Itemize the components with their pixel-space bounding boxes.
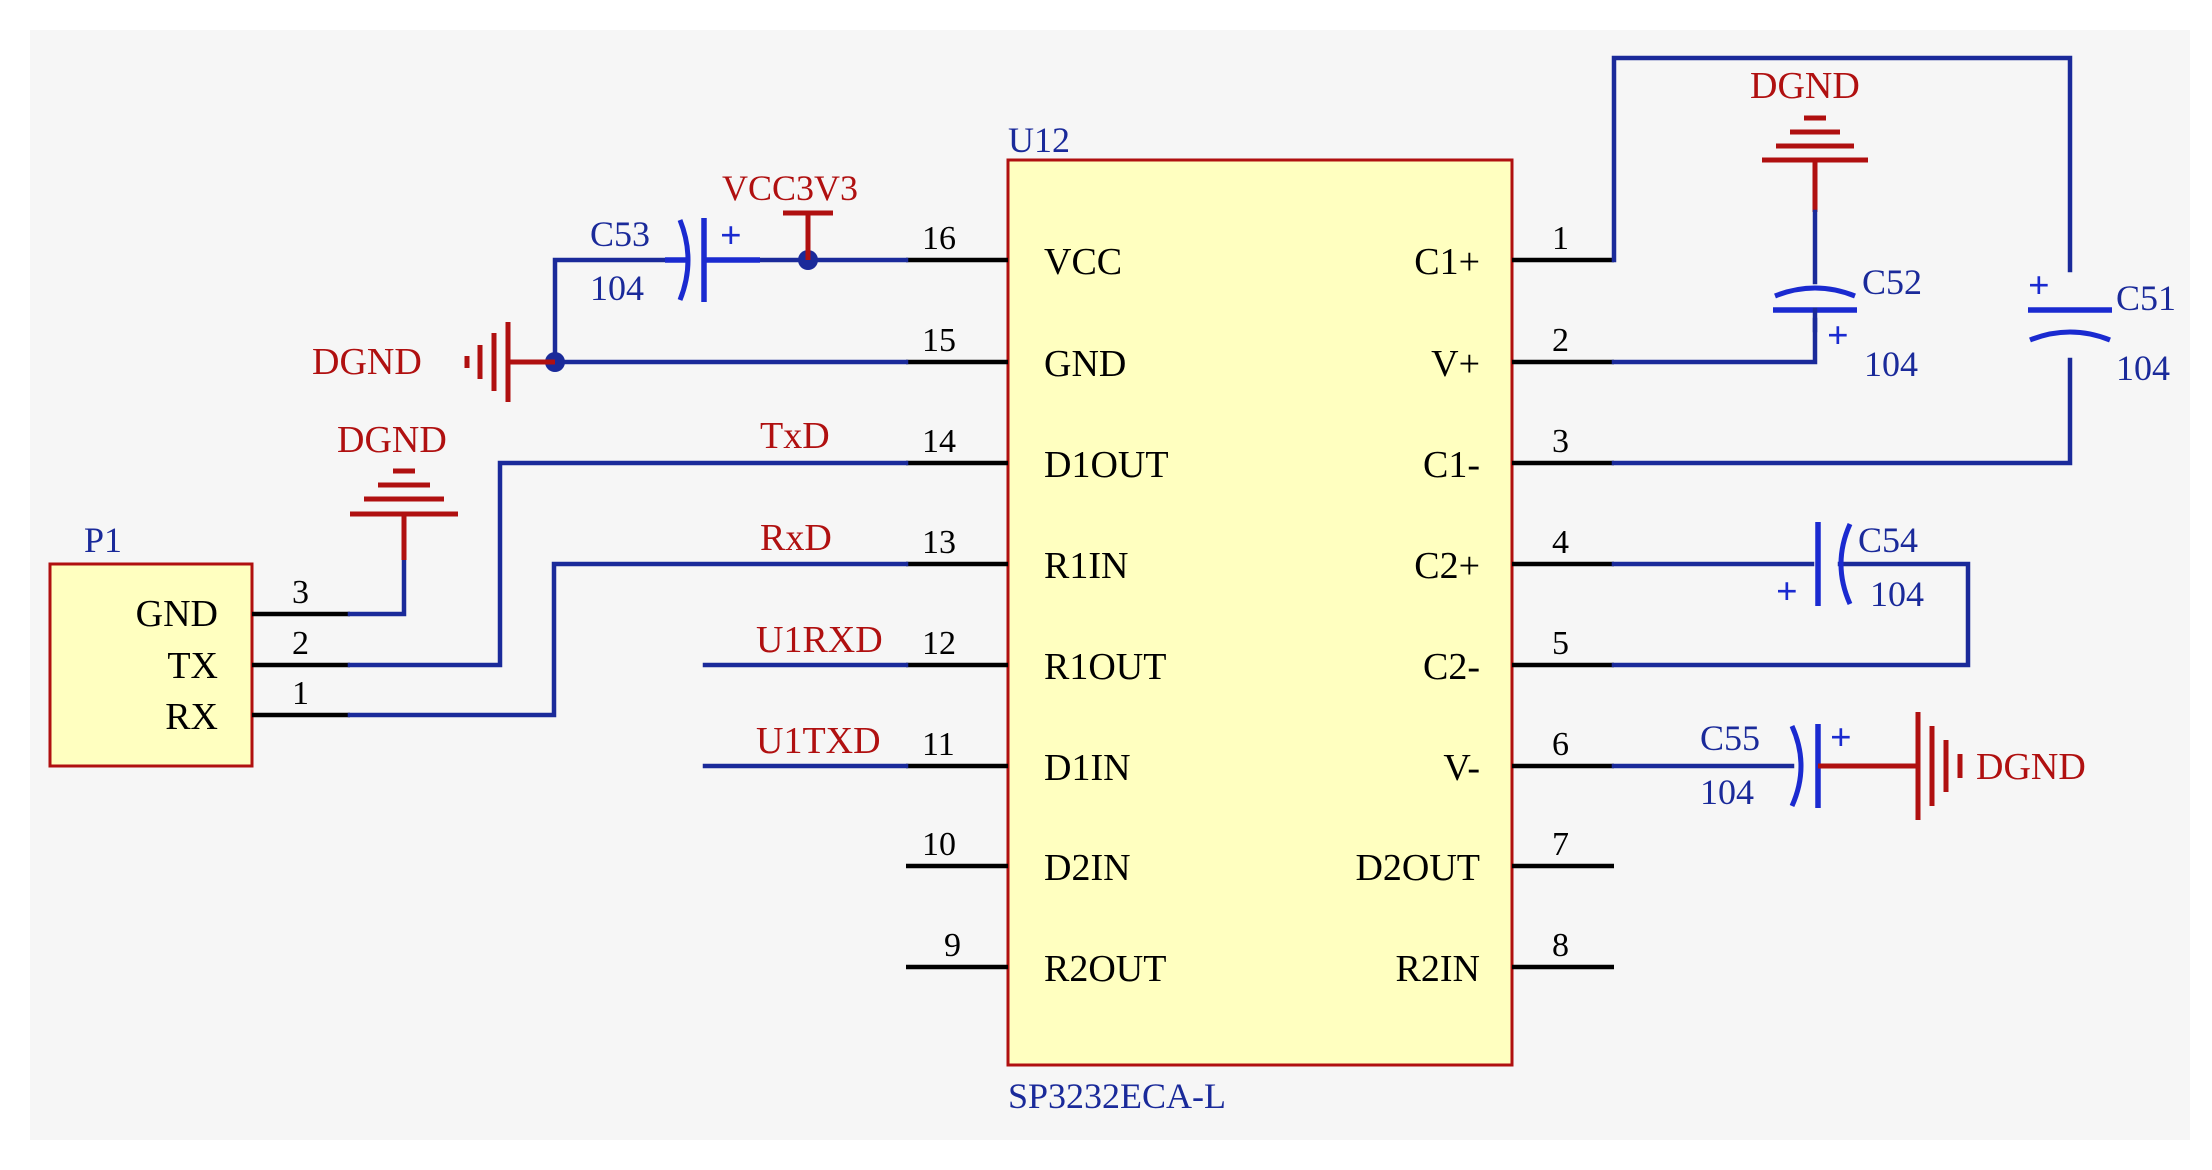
capacitor-value: 104 [2116, 348, 2170, 388]
capacitor-value: 104 [590, 268, 644, 308]
ic-designator: U12 [1008, 120, 1070, 160]
pin-number: 15 [922, 322, 956, 359]
pin-name: D2IN [1044, 847, 1131, 889]
capacitor-ref: C54 [1858, 520, 1918, 560]
connector-pin-number: 3 [292, 574, 309, 611]
capacitor-c51[interactable]: + C51 104 [2028, 265, 2176, 388]
pin-name: V+ [1431, 343, 1480, 385]
pin-number: 10 [922, 826, 956, 863]
pin-name: R2OUT [1044, 948, 1166, 990]
pin-name: C1- [1423, 444, 1480, 486]
ground-label: DGND [312, 341, 422, 383]
capacitor-value: 104 [1870, 574, 1924, 614]
pin-name: D1OUT [1044, 444, 1169, 486]
capacitor-ref: C53 [590, 214, 650, 254]
net-label-txd: TxD [760, 415, 830, 457]
ground-symbol-c52[interactable]: DGND [1750, 65, 1868, 212]
net-label-u1rxd: U1RXD [756, 619, 883, 661]
ic-left-pins [906, 257, 1008, 970]
connector-body [48, 562, 254, 768]
pin-name: C1+ [1414, 241, 1480, 283]
pin-number: 5 [1552, 625, 1569, 662]
capacitor-c55[interactable]: + C55 104 [1700, 717, 1868, 812]
capacitor-c54[interactable]: + C54 104 [1776, 520, 1924, 614]
pin-name: GND [1044, 343, 1126, 385]
ground-label: DGND [1976, 746, 2086, 788]
pin-number: 3 [1552, 423, 1569, 460]
wire-c1-minus [1611, 357, 2073, 466]
capacitor-polarity: + [1830, 717, 1852, 759]
capacitor-ref: C52 [1862, 262, 1922, 302]
pin-name: D2OUT [1355, 847, 1480, 889]
net-labels: TxD RxD U1RXD U1TXD [756, 415, 883, 762]
wire-txd [347, 460, 909, 668]
pin-number: 12 [922, 625, 956, 662]
ic-part-number: SP3232ECA-L [1008, 1076, 1226, 1116]
wire-c1-plus [1611, 55, 2073, 273]
capacitor-polarity: + [720, 215, 742, 257]
connector-pin-number: 2 [292, 625, 309, 662]
pin-name: C2+ [1414, 545, 1480, 587]
connector-pin-name: GND [136, 593, 218, 635]
connector-pin-number: 1 [292, 675, 309, 712]
pin-number: 13 [922, 524, 956, 561]
capacitor-polarity: + [2028, 265, 2050, 307]
wire-rxd [347, 561, 909, 718]
ground-label: DGND [337, 419, 447, 461]
capacitor-c53[interactable]: + C53 104 [590, 214, 760, 308]
pin-name: VCC [1044, 241, 1122, 283]
ground-label: DGND [1750, 65, 1860, 107]
ic-u12[interactable]: U12 SP3232ECA-L [1006, 120, 1514, 1116]
capacitor-ref: C55 [1700, 718, 1760, 758]
pin-number: 11 [922, 726, 955, 763]
capacitor-polarity: + [1827, 315, 1849, 357]
ground-symbol-connector[interactable]: DGND [337, 419, 458, 560]
pin-name: C2- [1423, 646, 1480, 688]
pin-number: 9 [944, 927, 961, 964]
connector-p1[interactable]: P1 GND TX RX 3 2 1 [48, 520, 350, 768]
ic-right-pin-numbers: 1 2 3 4 5 6 7 8 [1552, 220, 1569, 964]
capacitor-c52[interactable]: + C52 104 [1773, 209, 1922, 384]
capacitor-polarity: + [1776, 571, 1798, 613]
wire-v-plus [1611, 317, 1818, 365]
pin-number: 16 [922, 220, 956, 257]
pin-number: 4 [1552, 524, 1569, 561]
pin-number: 2 [1552, 322, 1569, 359]
pin-name: R2IN [1396, 948, 1480, 990]
pin-name: R1IN [1044, 545, 1128, 587]
wires [347, 55, 2073, 769]
capacitor-value: 104 [1700, 772, 1754, 812]
net-label-u1txd: U1TXD [756, 720, 881, 762]
pin-name: V- [1443, 747, 1480, 789]
ic-left-pin-names: VCC GND D1OUT R1IN R1OUT D1IN D2IN R2OUT [1044, 241, 1169, 990]
ground-symbol-c55[interactable]: DGND [1868, 712, 2086, 820]
net-label-vcc: VCC3V3 [722, 168, 858, 208]
wire-c53-neg [552, 257, 668, 365]
capacitor-ref: C51 [2116, 278, 2176, 318]
connector-designator: P1 [84, 520, 122, 560]
pin-number: 1 [1552, 220, 1569, 257]
ic-left-pin-numbers: 16 15 14 13 12 11 10 9 [922, 220, 961, 964]
net-label-rxd: RxD [760, 517, 832, 559]
wire-c2-minus [1611, 561, 1971, 668]
pin-number: 8 [1552, 927, 1569, 964]
pin-name: R1OUT [1044, 646, 1166, 688]
pin-number: 6 [1552, 726, 1569, 763]
vcc-power-port[interactable]: VCC3V3 [722, 168, 858, 260]
ic-body [1006, 158, 1514, 1067]
pin-number: 7 [1552, 826, 1569, 863]
ic-right-pins [1512, 257, 1614, 970]
capacitor-value: 104 [1864, 344, 1918, 384]
connector-pin-name: RX [165, 696, 218, 738]
pin-name: D1IN [1044, 747, 1131, 789]
ground-symbol-ic[interactable]: DGND [312, 322, 555, 402]
connector-pin-name: TX [167, 645, 218, 687]
ic-right-pin-names: C1+ V+ C1- C2+ C2- V- D2OUT R2IN [1355, 241, 1480, 990]
pin-number: 14 [922, 423, 956, 460]
